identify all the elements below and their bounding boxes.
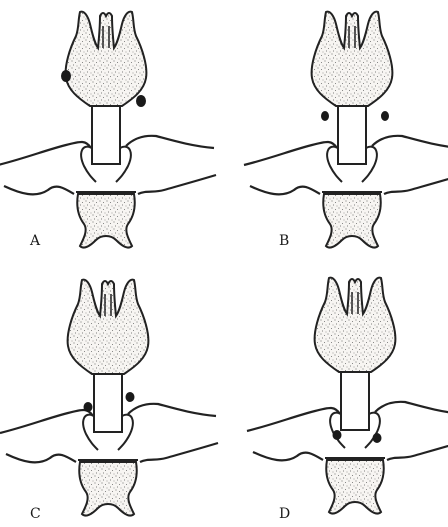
nodule-dot bbox=[381, 111, 389, 121]
nodule-dot bbox=[373, 433, 382, 443]
panel-c bbox=[0, 280, 218, 516]
panel-b bbox=[244, 12, 448, 248]
nodule-dot bbox=[126, 392, 135, 402]
nodule-dot bbox=[321, 111, 329, 121]
panel-label-b: B bbox=[279, 233, 289, 249]
panel-label-a: A bbox=[29, 233, 41, 249]
nodule-dot bbox=[61, 70, 71, 82]
nodule-dot bbox=[136, 95, 146, 107]
panel-label-d: D bbox=[279, 506, 290, 522]
nodule-dot bbox=[84, 402, 93, 412]
panel-label-c: C bbox=[30, 506, 41, 522]
nodule-dot bbox=[333, 430, 342, 440]
panel-d bbox=[247, 278, 448, 514]
panel-a bbox=[0, 12, 216, 248]
